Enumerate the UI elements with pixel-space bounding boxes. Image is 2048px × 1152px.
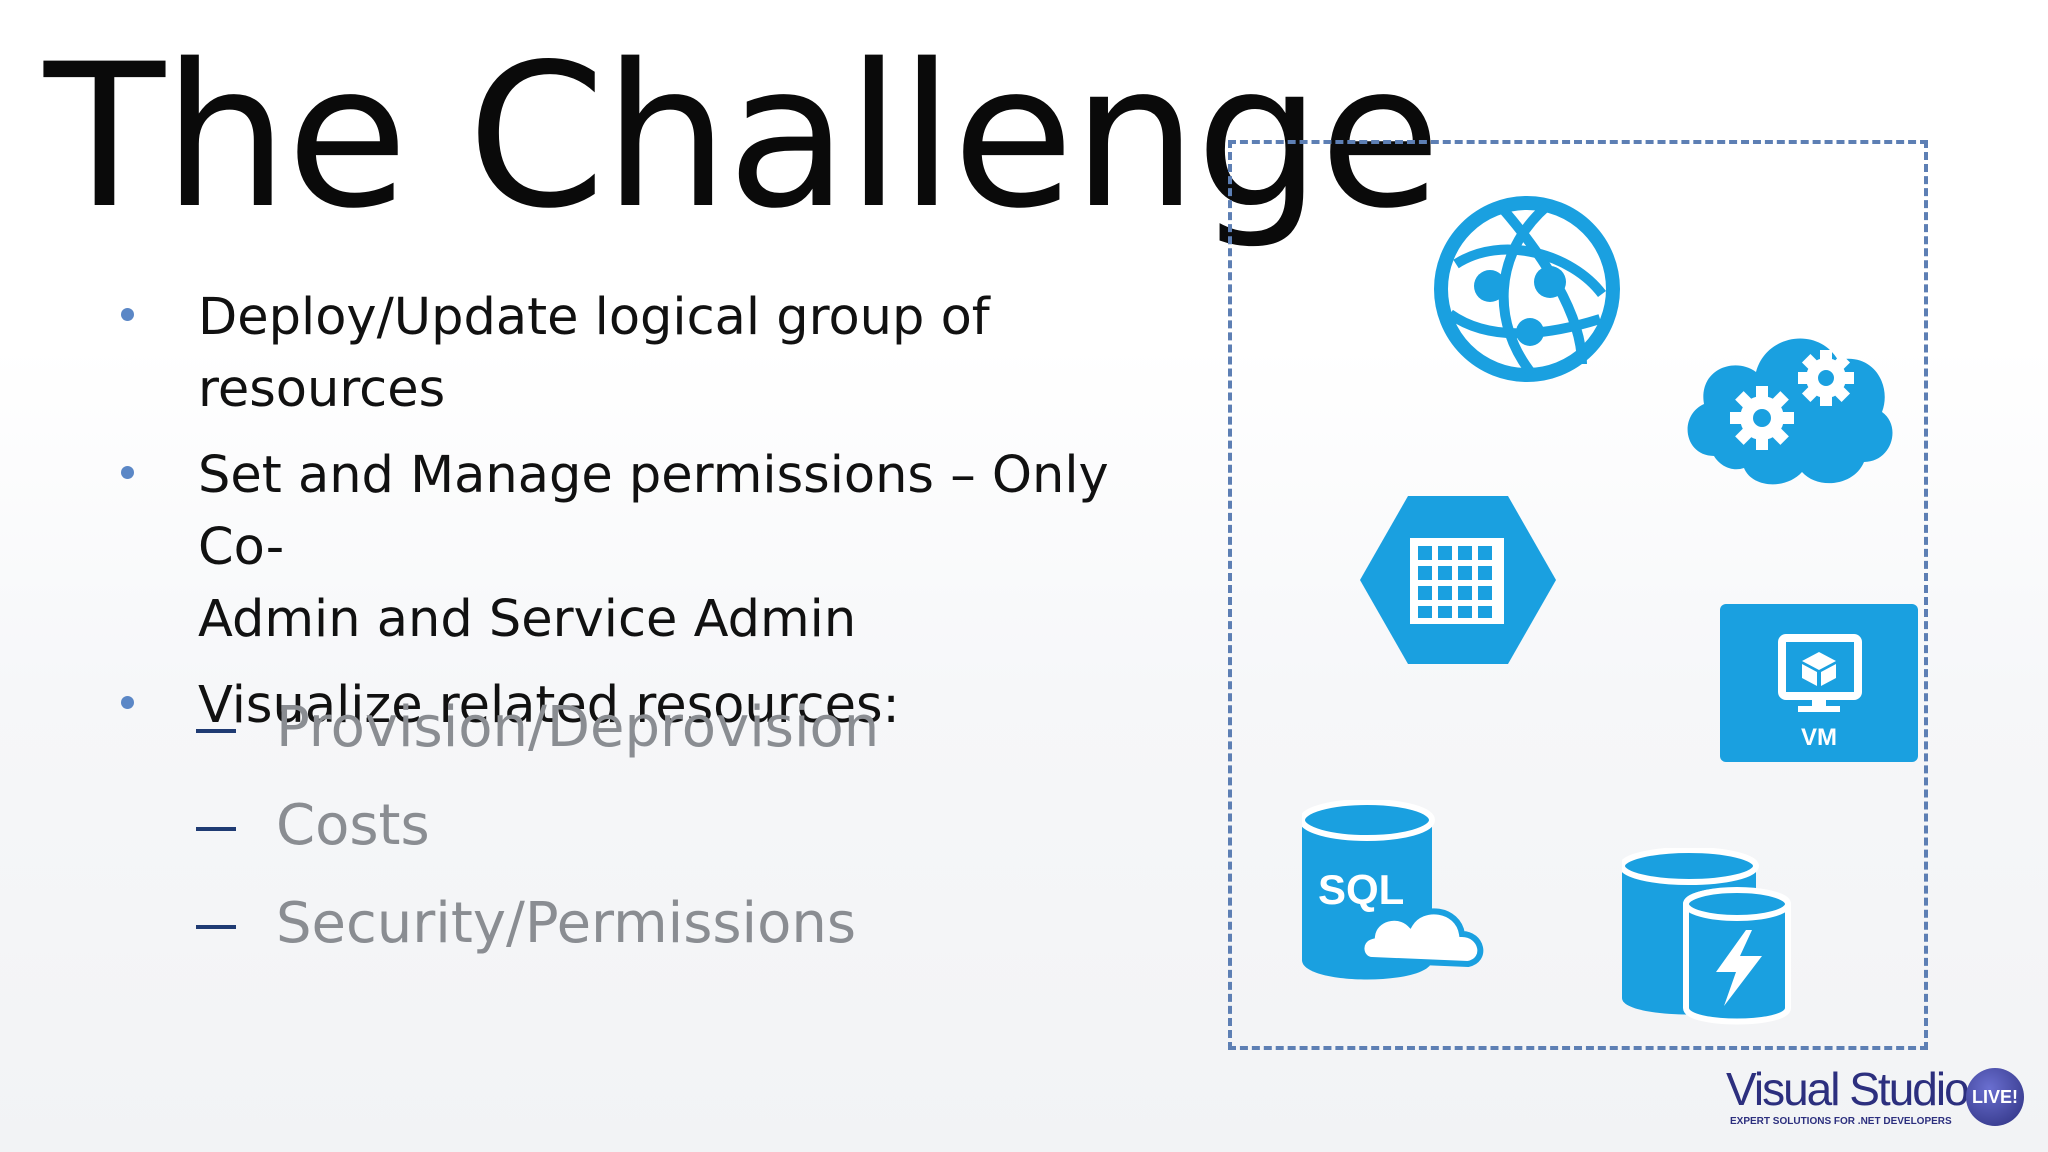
cloud-service-gears-icon: [1687, 338, 1893, 485]
sql-label: SQL: [1318, 866, 1405, 913]
virtual-machine-icon: VM: [1720, 604, 1918, 762]
dash-icon: [196, 827, 236, 831]
sub-bullet-item: Provision/Deprovision: [196, 688, 1096, 786]
bullet-line: resources: [198, 360, 446, 419]
bullet-item: Set and Manage permissions – Only Co- Ad…: [118, 440, 1198, 656]
bullet-item: Deploy/Update logical group of resources: [118, 282, 1198, 426]
bullet-list: Deploy/Update logical group of resources…: [118, 282, 1198, 756]
resource-group-frame: [1228, 140, 1928, 1050]
sub-bullet-text: Security/Permissions: [276, 891, 857, 956]
live-badge: LIVE!: [1966, 1068, 2024, 1126]
sub-bullet-text: Provision/Deprovision: [276, 695, 880, 760]
sub-bullet-item: Costs: [196, 786, 1096, 884]
logo-subtitle: EXPERT SOLUTIONS FOR .NET DEVELOPERS: [1730, 1116, 1952, 1127]
visual-studio-live-logo: Visual Studio EXPERT SOLUTIONS FOR .NET …: [1726, 1063, 2026, 1132]
bullet-line: Admin and Service Admin: [198, 590, 857, 649]
monitor-icon: [1778, 634, 1862, 712]
bullet-item: Visualize related resources:: [118, 670, 1198, 742]
logo-text: Visual Studio: [1726, 1063, 1970, 1115]
sub-bullet-list: Provision/Deprovision Costs Security/Per…: [196, 688, 1096, 982]
bullet-line: Set and Manage permissions – Only Co-: [198, 446, 1109, 577]
bullet-dot-icon: [121, 696, 134, 709]
sub-bullet-item: Security/Permissions: [196, 884, 1096, 982]
database-cylinder-icon: [1302, 800, 1484, 980]
bullet-line: Deploy/Update logical group of: [198, 288, 990, 347]
dash-icon: [196, 925, 236, 929]
sql-database-cloud-icon: SQL: [1302, 800, 1498, 996]
sub-bullet-text: Costs: [276, 793, 430, 858]
bullet-dot-icon: [121, 466, 134, 479]
bullet-dot-icon: [121, 308, 134, 321]
vm-label: VM: [1801, 724, 1837, 751]
redis-cache-icon: [1622, 848, 1791, 1025]
dash-icon: [196, 729, 236, 733]
bullet-line: Visualize related resources:: [198, 676, 900, 735]
slide-title: The Challenge: [44, 21, 1441, 252]
web-app-globe-icon: [1434, 196, 1620, 382]
storage-table-hexagon-icon: [1360, 496, 1556, 664]
